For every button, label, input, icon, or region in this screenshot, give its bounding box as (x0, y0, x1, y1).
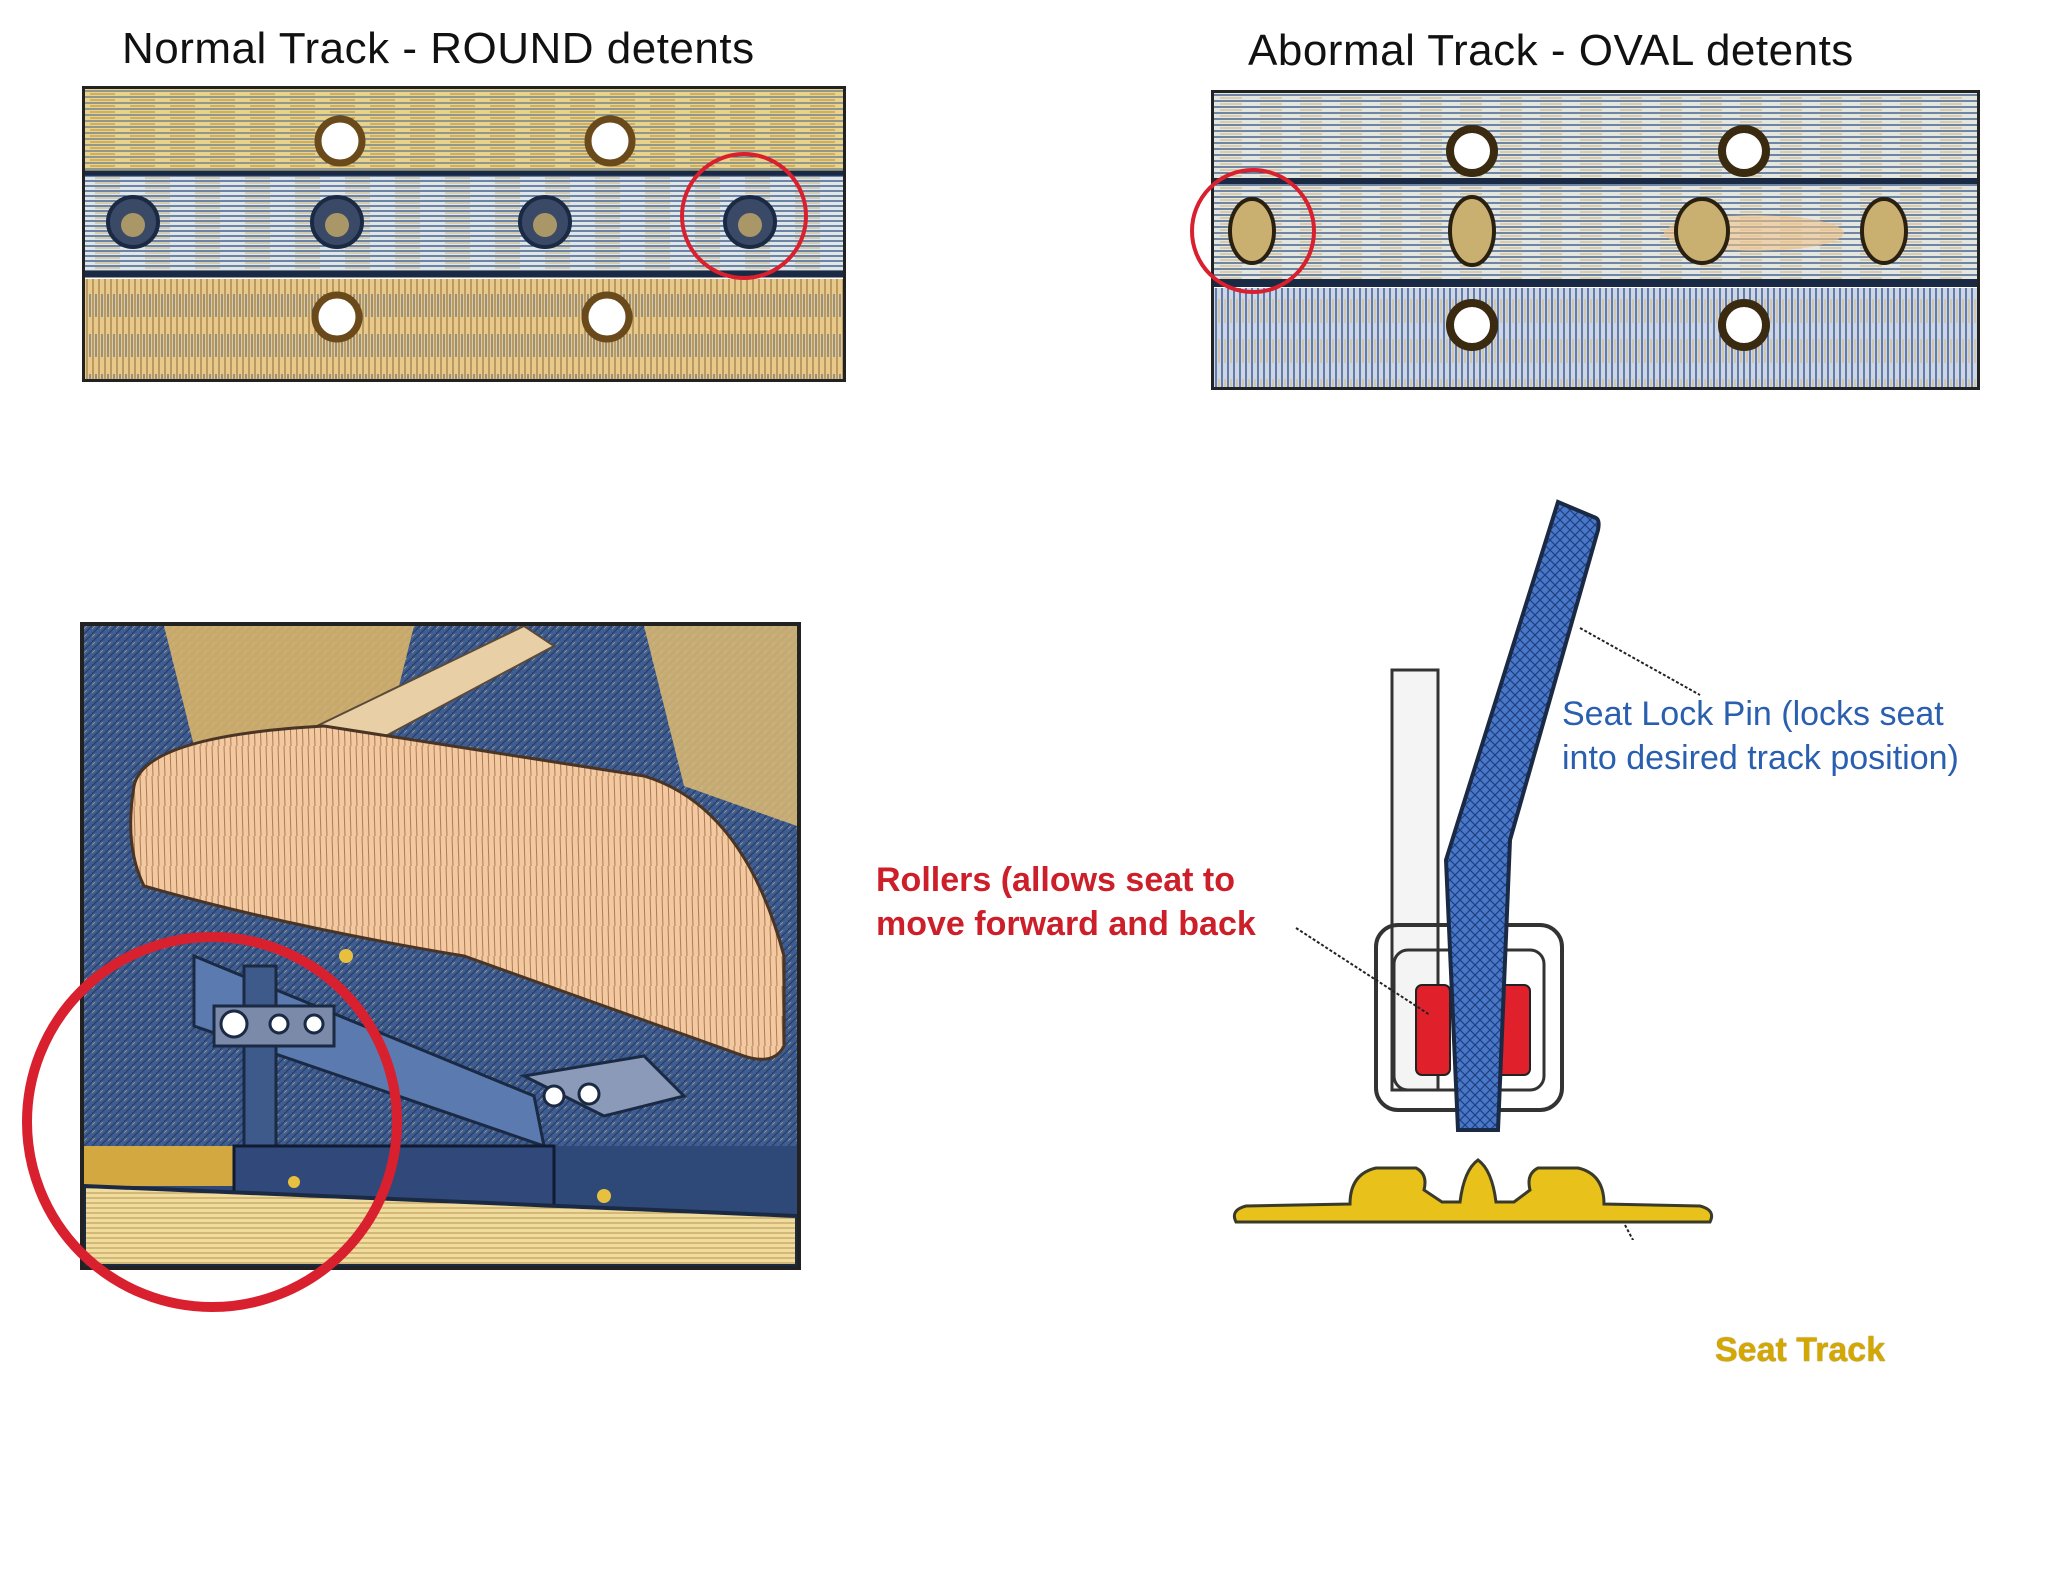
seat-track-highlight-circle (22, 932, 402, 1312)
seat-lock-pin-label: Seat Lock Pin (locks seat into desired t… (1562, 692, 1959, 780)
track-leader-line (1624, 1224, 1635, 1240)
round-detent-highlight-circle (680, 152, 808, 280)
abnormal-track-title: Abormal Track - OVAL detents (1248, 26, 1854, 75)
seat-track-rail (1232, 1158, 1714, 1224)
pin-leader-line (1579, 627, 1701, 696)
rollers-leader-line (1295, 927, 1431, 1016)
rollers-label: Rollers (allows seat to move forward and… (876, 858, 1256, 946)
seat-lock-pin (1443, 499, 1601, 1132)
seat-track-cross-section-diagram (1232, 499, 1714, 1240)
pin-label-line1: Seat Lock Pin (locks seat (1562, 695, 1944, 733)
normal-track-image (82, 86, 846, 382)
left-roller (1415, 984, 1451, 1076)
abnormal-track-image (1211, 90, 1980, 390)
rollers-label-line2: move forward and back (876, 905, 1256, 943)
pin-label-line2: into desired track position) (1562, 739, 1959, 777)
oval-detent-highlight-circle (1190, 168, 1316, 294)
normal-track-title: Normal Track - ROUND detents (122, 24, 755, 73)
seat-track-label: Seat Track (1715, 1331, 1886, 1369)
rollers-label-line1: Rollers (allows seat to (876, 861, 1235, 899)
